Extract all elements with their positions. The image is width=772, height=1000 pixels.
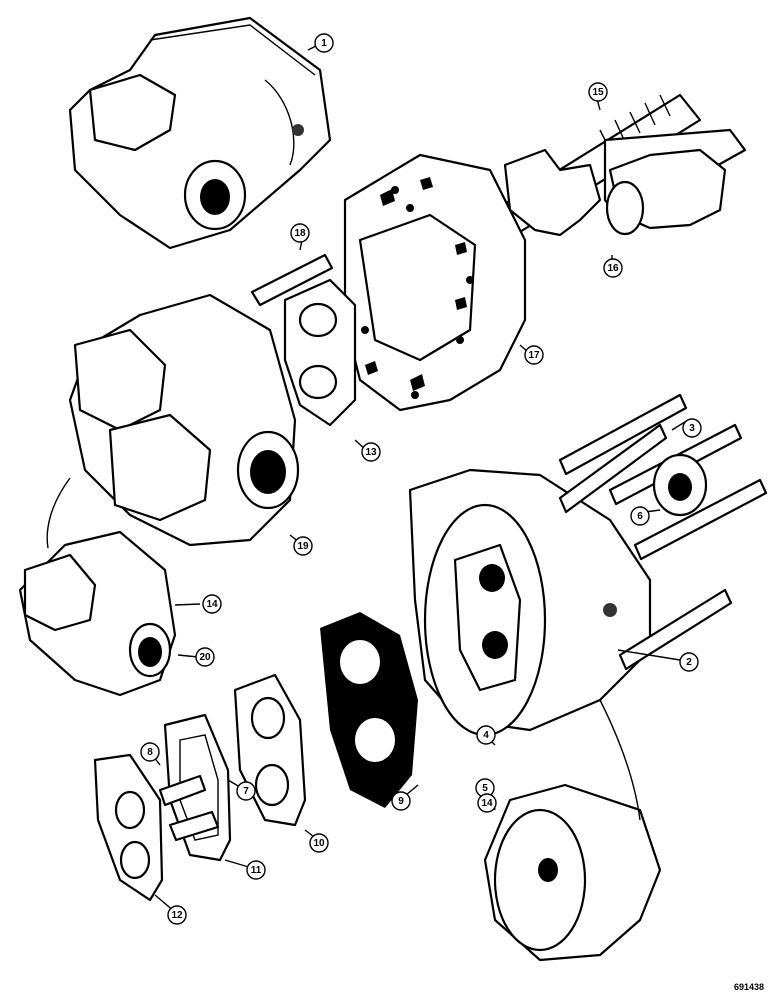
callout-4: 4: [476, 725, 496, 745]
svg-text:13: 13: [365, 447, 377, 458]
callout-13: 13: [361, 442, 381, 462]
callout-16: 16: [603, 258, 623, 278]
callout-9: 9: [391, 791, 411, 811]
part-12-thin-plate: [93, 753, 164, 902]
callout-11: 11: [246, 860, 266, 880]
assembly-arc-left: [46, 477, 71, 549]
part-13-plate: [283, 278, 357, 427]
svg-text:4: 4: [483, 730, 489, 741]
svg-text:7: 7: [243, 786, 249, 797]
part-6-seal: [652, 453, 708, 517]
svg-text:8: 8: [147, 747, 153, 758]
assembly-arc-right: [599, 699, 641, 821]
part-14-20-small-housing: [18, 530, 177, 697]
callout-10: 10: [309, 833, 329, 853]
part-8-springs: [158, 774, 220, 842]
reference-number: 691438: [733, 982, 764, 992]
svg-text:20: 20: [199, 652, 211, 663]
svg-text:18: 18: [294, 228, 306, 239]
part-9-gasket: [320, 612, 418, 808]
part-4-front-housing: [408, 468, 652, 737]
svg-text:16: 16: [607, 263, 619, 274]
callout-20: 20: [195, 647, 215, 667]
callout-6: 6: [630, 506, 650, 526]
part-17-gear-body: [343, 153, 527, 412]
callout-3: 3: [682, 418, 702, 438]
callout-12: 12: [167, 905, 187, 925]
svg-text:12: 12: [171, 910, 183, 921]
svg-text:10: 10: [313, 838, 325, 849]
callout-2: 2: [679, 652, 699, 672]
svg-text:2: 2: [686, 657, 692, 668]
callout-1: 1: [314, 33, 334, 53]
callout-14: 14: [202, 594, 222, 614]
svg-text:11: 11: [251, 865, 262, 876]
part-10-gasket: [233, 673, 307, 827]
part-18-dowel-pin: [250, 253, 334, 307]
svg-text:17: 17: [528, 350, 540, 361]
svg-text:3: 3: [689, 423, 695, 434]
svg-text:5: 5: [482, 783, 488, 794]
callout-14: 14: [477, 793, 497, 813]
callout-19: 19: [293, 536, 313, 556]
svg-text:14: 14: [481, 798, 493, 809]
callout-7: 7: [236, 781, 256, 801]
callout-8: 8: [140, 742, 160, 762]
callout-18: 18: [290, 223, 310, 243]
part-2-3-bolts: [558, 393, 768, 671]
svg-text:6: 6: [637, 511, 643, 522]
callout-15: 15: [588, 82, 608, 102]
part-1-housing: [68, 16, 332, 250]
svg-text:9: 9: [398, 796, 404, 807]
svg-text:14: 14: [206, 599, 218, 610]
callout-17: 17: [524, 345, 544, 365]
part-5-14-flange: [483, 783, 662, 962]
part-19-middle-housing: [68, 293, 300, 547]
svg-text:19: 19: [297, 541, 309, 552]
svg-text:15: 15: [592, 87, 604, 98]
svg-text:1: 1: [321, 38, 327, 49]
part-15-16-gear-shafts: [493, 93, 747, 237]
